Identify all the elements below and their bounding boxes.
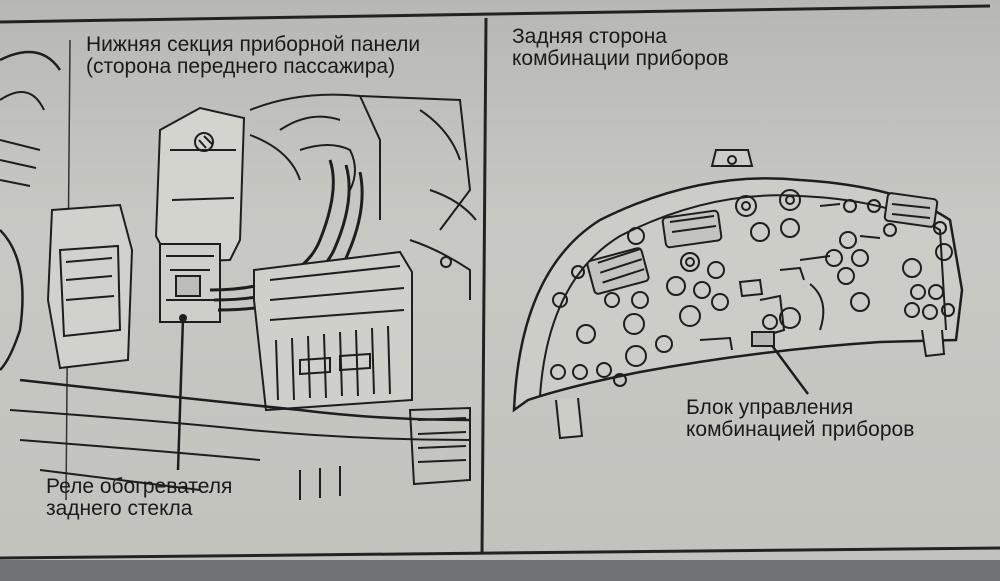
left-panel-title-line2: (сторона переднего пассажира)	[86, 55, 396, 79]
page-bottom-shadow	[0, 560, 1000, 581]
right-panel-title-line2: комбинации приборов	[512, 47, 729, 71]
frame-bottom-border	[0, 546, 1000, 560]
frame-top-border	[0, 4, 991, 24]
left-panel-title-line1: Нижняя секция приборной панели	[86, 33, 421, 56]
instrument-cluster-drawing	[512, 149, 964, 440]
under-dash-drawing	[0, 50, 477, 500]
control-unit-callout-line2: комбинацией приборов	[686, 418, 915, 442]
left-panel-title: Нижняя секция приборной панели (сторона …	[86, 33, 421, 79]
relay-leader-line	[176, 317, 185, 471]
relay-callout-line2: заднего стекла	[46, 497, 193, 521]
control-unit-callout-label: Блок управления комбинацией приборов	[686, 396, 915, 442]
right-panel-title-line1: Задняя сторона	[512, 25, 667, 48]
control-unit-callout-line1: Блок управления	[686, 396, 854, 419]
relay-callout-line1: Реле обогревателя	[46, 475, 233, 498]
right-panel-title: Задняя сторона комбинации приборов	[512, 25, 729, 71]
panel-divider	[480, 17, 488, 555]
relay-callout-label: Реле обогревателя заднего стекла	[46, 475, 233, 521]
